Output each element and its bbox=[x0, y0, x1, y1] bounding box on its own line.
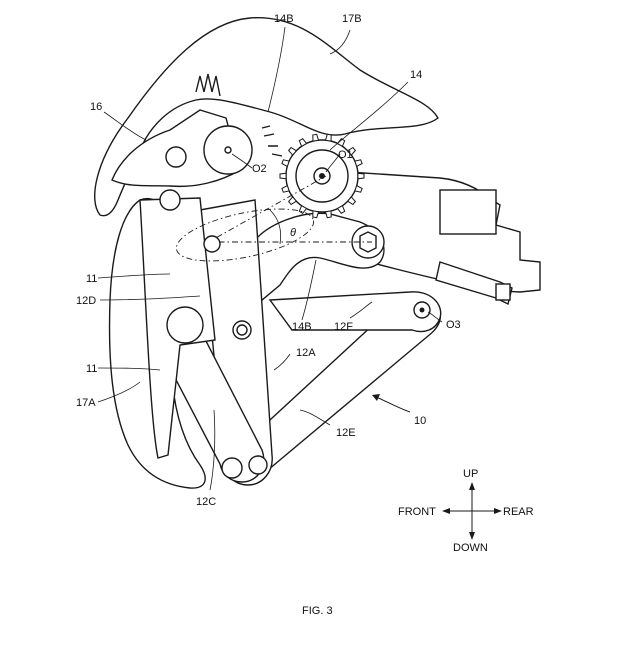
gear-tooth bbox=[313, 134, 319, 141]
sector-gear-teeth bbox=[262, 126, 282, 156]
pivot-hole-12A bbox=[233, 321, 251, 339]
label-12C: 12C bbox=[196, 496, 216, 508]
label-12F: 12F bbox=[334, 321, 353, 333]
direction-down: DOWN bbox=[453, 542, 488, 554]
direction-front: FRONT bbox=[398, 506, 436, 518]
pivot-hole-bottom-b bbox=[222, 458, 242, 478]
label-14: 14 bbox=[410, 69, 422, 81]
label-12D: 12D bbox=[76, 295, 96, 307]
label-O3: O3 bbox=[446, 319, 461, 331]
pivot-hole-bottom bbox=[249, 456, 267, 474]
gear-tooth bbox=[355, 160, 362, 167]
label-12E: 12E bbox=[336, 427, 356, 439]
direction-indicator bbox=[442, 482, 502, 540]
label-17A: 17A bbox=[76, 397, 96, 409]
pivot-O3-center bbox=[420, 308, 425, 313]
label-O1: O1 bbox=[338, 149, 353, 161]
direction-up: UP bbox=[463, 468, 478, 480]
label-14B-mid: 14B bbox=[292, 321, 312, 333]
rear-bracket-plate bbox=[440, 190, 496, 234]
label-11-lower: 11 bbox=[86, 363, 97, 375]
label-14B-top: 14B bbox=[274, 13, 294, 25]
label-12A: 12A bbox=[296, 347, 316, 359]
direction-rear: REAR bbox=[503, 506, 534, 518]
label-theta: θ bbox=[290, 227, 296, 239]
pivot-left-link bbox=[204, 236, 220, 252]
pivot-hole-upper bbox=[166, 147, 186, 167]
gear-tooth bbox=[358, 173, 364, 179]
figure-caption: FIG. 3 bbox=[302, 605, 333, 617]
gear-tooth bbox=[280, 173, 286, 179]
label-17B: 17B bbox=[342, 13, 362, 25]
gear-tooth bbox=[282, 160, 289, 167]
leader-10-head bbox=[372, 394, 380, 401]
gear-O2 bbox=[204, 126, 252, 174]
label-16: 16 bbox=[90, 101, 102, 113]
pivot-hole-arm-top bbox=[160, 190, 180, 210]
label-10: 10 bbox=[414, 415, 426, 427]
pivot-hole-12D bbox=[167, 307, 203, 343]
gear-tooth bbox=[326, 134, 332, 141]
pawl-teeth bbox=[196, 74, 220, 96]
leader-10-arrow bbox=[374, 396, 410, 412]
rod-end bbox=[496, 284, 510, 300]
label-11-upper: 11 bbox=[86, 273, 97, 285]
gear-tooth bbox=[282, 186, 289, 193]
label-O2: O2 bbox=[252, 163, 267, 175]
